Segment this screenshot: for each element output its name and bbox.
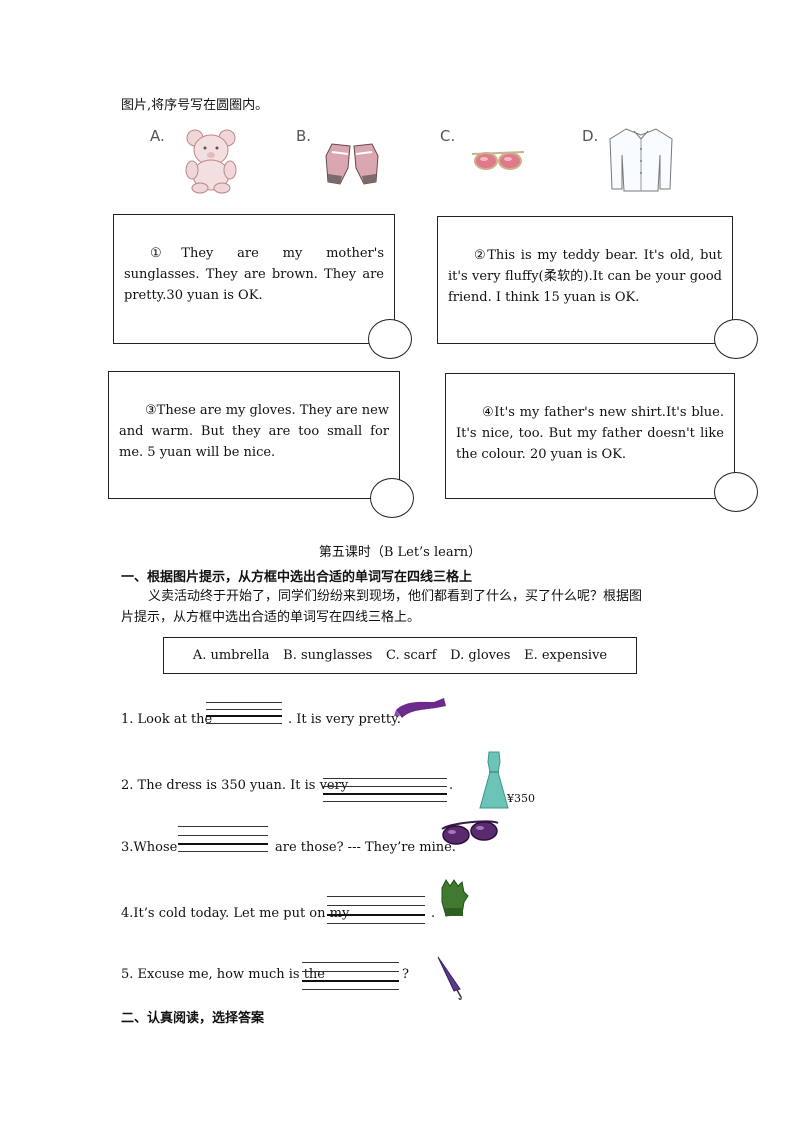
passage-box-2: ②This is my teddy bear. It's old, but it… bbox=[437, 216, 733, 344]
answer-line-1[interactable] bbox=[206, 702, 282, 724]
passage-box-3: ③These are my gloves. They are new and w… bbox=[108, 371, 400, 499]
dress-icon bbox=[479, 751, 509, 809]
label-a: A. bbox=[150, 127, 165, 145]
teddy-bear-icon bbox=[185, 129, 237, 194]
option-a: A. umbrella bbox=[192, 648, 270, 663]
question-3-before: 3.Whose bbox=[121, 840, 178, 855]
answer-circle-1[interactable] bbox=[368, 319, 412, 359]
question-1-after: . It is very pretty. bbox=[288, 712, 401, 727]
passage-4-text: ④It's my father's new shirt.It's blue. I… bbox=[456, 405, 724, 462]
question-5-before: 5. Excuse me, how much is the bbox=[121, 967, 325, 982]
lesson-title: 第五课时（B Let’s learn） bbox=[318, 545, 482, 560]
option-e: E. expensive bbox=[524, 648, 608, 663]
gloves-green-icon bbox=[441, 879, 469, 917]
question-3-after: are those? --- They’re mine. bbox=[275, 840, 456, 855]
word-options-box: A. umbrella B. sunglasses C. scarf D. gl… bbox=[163, 637, 637, 674]
answer-circle-4[interactable] bbox=[714, 472, 758, 512]
section1-instruction-line2: 片提示，从方框中选出合适的单词写在四线三格上。 bbox=[121, 610, 421, 625]
answer-line-4[interactable] bbox=[327, 896, 425, 924]
question-4-after: . bbox=[431, 906, 436, 921]
option-b: B. sunglasses bbox=[283, 648, 373, 663]
label-d: D. bbox=[582, 127, 599, 145]
option-d: D. gloves bbox=[450, 648, 511, 663]
answer-circle-2[interactable] bbox=[714, 319, 758, 359]
question-5-after: ? bbox=[402, 967, 409, 982]
section1-title: 一、根据图片提示，从方框中选出合适的单词写在四线三格上 bbox=[121, 570, 473, 585]
section2-title: 二、认真阅读，选择答案 bbox=[121, 1011, 265, 1026]
umbrella-icon bbox=[437, 956, 462, 1000]
shirt-icon bbox=[609, 128, 673, 192]
intro-line: 图片,将序号写在圆圈内。 bbox=[121, 98, 269, 113]
passage-2-text: ②This is my teddy bear. It's old, but it… bbox=[448, 248, 722, 305]
answer-line-5[interactable] bbox=[302, 962, 399, 990]
question-4-before: 4.It’s cold today. Let me put on my bbox=[121, 906, 350, 921]
answer-line-3[interactable] bbox=[178, 826, 268, 852]
passage-3-text: ③These are my gloves. They are new and w… bbox=[119, 403, 389, 460]
section1-instruction-line1: 义卖活动终于开始了，同学们纷纷来到现场，他们都看到了什么，买了什么呢？根据图 bbox=[148, 589, 643, 604]
passage-1-text: ①They are my mother's sunglasses. They a… bbox=[124, 246, 384, 303]
question-2-after: . bbox=[449, 778, 454, 793]
question-2-before: 2. The dress is 350 yuan. It is very bbox=[121, 778, 349, 793]
label-b: B. bbox=[296, 127, 312, 145]
label-c: C. bbox=[440, 127, 456, 145]
passage-box-4: ④It's my father's new shirt.It's blue. I… bbox=[445, 373, 735, 499]
question-1-before: 1. Look at the bbox=[121, 712, 213, 727]
answer-circle-3[interactable] bbox=[370, 478, 414, 518]
gloves-icon bbox=[325, 143, 379, 185]
passage-box-1: ①They are my mother's sunglasses. They a… bbox=[113, 214, 395, 344]
scarf-icon bbox=[394, 698, 446, 718]
sunglasses-purple-icon bbox=[441, 820, 499, 845]
sunglasses-icon bbox=[471, 151, 525, 170]
option-c: C. scarf bbox=[386, 648, 437, 663]
answer-line-2[interactable] bbox=[323, 778, 447, 802]
price-tag: ¥350 bbox=[507, 792, 535, 805]
